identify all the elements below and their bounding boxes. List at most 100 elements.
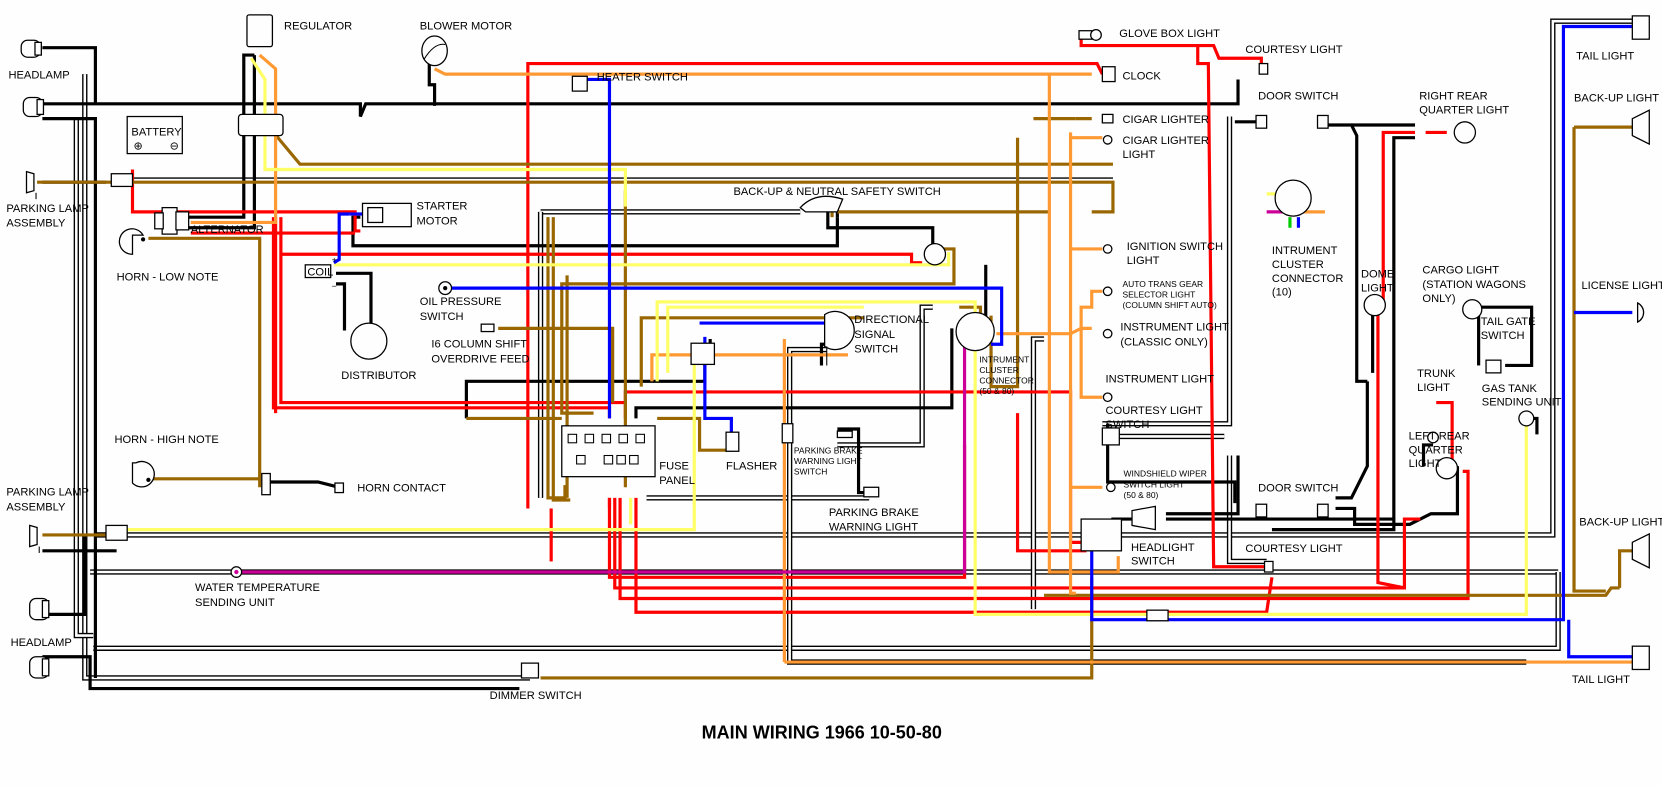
wiper-switch-light-icon[interactable] (1105, 482, 1116, 493)
battery-icon[interactable] (126, 115, 183, 155)
courtesy-light-top-icon[interactable] (1258, 62, 1269, 75)
alternator-icon[interactable] (154, 206, 190, 235)
label-dome-1: DOME (1361, 269, 1394, 281)
label-headlamp-top: HEADLAMP (8, 69, 69, 81)
directional-connector (690, 342, 716, 366)
cigar-lighter-icon[interactable] (1101, 113, 1114, 124)
tail-light-bottom-icon[interactable] (1631, 645, 1650, 671)
label-cluster10-1: INTRUMENT (1272, 245, 1338, 257)
flasher-icon[interactable] (725, 431, 740, 452)
connector-regulator (237, 113, 284, 137)
label-directional-3: SWITCH (854, 344, 898, 356)
label-overdrive-2: OVERDRIVE FEED (431, 353, 529, 365)
horn-high-icon[interactable] (131, 460, 155, 488)
tail-gate-switch-icon[interactable] (1485, 359, 1502, 374)
clock-icon[interactable] (1101, 66, 1116, 83)
parking-lamp-top-icon[interactable] (25, 170, 37, 200)
label-courtesy-bottom: COURTESY LIGHT (1245, 543, 1342, 555)
headlamp-top-2-icon[interactable] (22, 96, 45, 118)
fuse-panel-icon[interactable] (561, 425, 656, 478)
dome-light-icon[interactable] (1363, 293, 1386, 317)
label-tailgate-1: TAIL GATE (1481, 316, 1536, 328)
regulator-icon[interactable] (246, 14, 274, 48)
label-headlight-2: SWITCH (1131, 556, 1175, 568)
connector-front-bottom (105, 524, 128, 541)
label-instrument-light: INSTRUMENT LIGHT (1106, 373, 1215, 385)
label-backup-top: BACK-UP LIGHT (1574, 93, 1659, 105)
door-switch-top-right-icon[interactable] (1316, 114, 1329, 129)
distributor-icon[interactable] (350, 322, 388, 360)
tail-light-top-icon[interactable] (1631, 15, 1650, 40)
label-parking-lamp-bottom-2: ASSEMBLY (6, 502, 66, 514)
label-cluster10-3: CONNECTOR (1272, 273, 1343, 285)
parking-brake-light-icon[interactable] (863, 486, 880, 498)
cargo-light-icon[interactable] (1462, 299, 1483, 320)
oil-pressure-switch-icon[interactable] (438, 281, 453, 296)
coil-icon[interactable] (304, 264, 332, 279)
label-fuse-1: FUSE (659, 460, 689, 472)
instrument-light-classic-icon[interactable] (1102, 328, 1113, 339)
label-gas-1: GAS TANK (1482, 383, 1538, 395)
diagram-title: MAIN WIRING 1966 10-50-80 (702, 722, 942, 742)
blower-motor-icon[interactable] (421, 35, 448, 67)
headlamp-top-icon[interactable] (20, 39, 42, 58)
auto-trans-light-icon[interactable] (1102, 286, 1113, 297)
heater-switch-icon[interactable] (571, 75, 588, 92)
label-flasher: FLASHER (726, 460, 777, 472)
parking-lamp-bottom-icon[interactable] (29, 524, 40, 553)
label-cigar-light-1: CIGAR LIGHTER (1122, 135, 1208, 147)
label-cluster5080-4: (50 & 80) (979, 386, 1014, 396)
label-tail-top: TAIL LIGHT (1576, 50, 1634, 62)
label-fuse-2: PANEL (659, 475, 695, 487)
backup-neutral-switch-icon[interactable] (799, 195, 844, 213)
label-courtesy-switch-1: COURTESY LIGHT (1106, 405, 1203, 417)
label-auto-1: AUTO TRANS GEAR (1122, 279, 1203, 289)
label-door-bottom: DOOR SWITCH (1258, 483, 1338, 495)
cluster-connector-10-icon[interactable] (1274, 179, 1312, 217)
label-ign-1: IGNITION SWITCH (1127, 241, 1223, 253)
parking-brake-switch-icon[interactable] (836, 430, 853, 439)
label-overdrive-1: I6 COLUMN SHIFT (431, 338, 527, 350)
starter-solenoid (367, 206, 384, 224)
label-door-top: DOOR SWITCH (1258, 91, 1338, 103)
label-cluster5080-3: CONNECTOR (979, 375, 1033, 385)
label-parking-lamp-top-1: PARKING LAMP (6, 203, 89, 215)
dimmer-switch-icon[interactable] (520, 662, 540, 679)
label-left-rear-3: LIGHT (1409, 458, 1442, 470)
headlamp-bottom-icon[interactable] (29, 597, 50, 621)
label-water-2: SENDING UNIT (195, 597, 275, 609)
label-regulator: REGULATOR (284, 21, 352, 33)
label-distributor: DISTRIBUTOR (341, 370, 416, 382)
label-oil-2: SWITCH (420, 311, 464, 323)
label-license: LICENSE LIGHT (1581, 280, 1662, 292)
glove-box-light-icon[interactable] (1078, 29, 1102, 41)
label-pb-light-2: WARNING LIGHT (829, 522, 918, 534)
directional-signal-switch-icon[interactable] (824, 310, 855, 351)
right-rear-quarter-light-icon[interactable] (1453, 121, 1477, 144)
label-starter-1: STARTER (417, 201, 468, 213)
door-switch-top-left-icon[interactable] (1255, 114, 1268, 129)
cluster-connector-50-80-icon[interactable] (955, 311, 995, 352)
license-light-icon[interactable] (1636, 301, 1645, 324)
label-cigar: CIGAR LIGHTER (1122, 114, 1208, 126)
courtesy-light-switch-icon[interactable] (1101, 427, 1120, 446)
label-right-rear-2: QUARTER LIGHT (1419, 104, 1509, 116)
cigar-lighter-light-icon[interactable] (1102, 134, 1113, 145)
trunk-light-icon[interactable] (1427, 431, 1439, 444)
headlight-switch-icon[interactable] (1080, 518, 1123, 552)
label-cargo-2: (STATION WAGONS (1422, 279, 1526, 291)
label-tailgate-2: SWITCH (1481, 330, 1525, 342)
instrument-light-icon[interactable] (1102, 392, 1113, 403)
horn-low-icon[interactable] (118, 228, 146, 255)
label-trunk-2: LIGHT (1417, 382, 1450, 394)
horn-contact-icon[interactable] (334, 482, 345, 494)
gas-tank-sender-icon[interactable] (1518, 410, 1535, 427)
left-rear-quarter-light-icon[interactable] (1435, 456, 1459, 480)
headlamp-bottom-2-icon[interactable] (29, 656, 50, 679)
ignition-switch-light-icon[interactable] (1102, 244, 1113, 254)
backup-light-bottom-icon[interactable] (1631, 532, 1650, 569)
courtesy-light-bottom-icon[interactable] (1263, 560, 1274, 573)
door-switch-bottom-left-icon[interactable] (1255, 503, 1268, 518)
door-switch-bottom-right-icon[interactable] (1316, 503, 1329, 518)
backup-light-top-icon[interactable] (1631, 109, 1650, 146)
